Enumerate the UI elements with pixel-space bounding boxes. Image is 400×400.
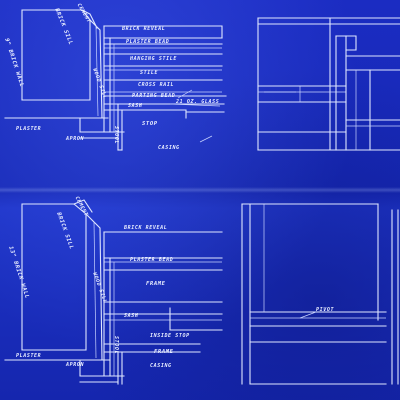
label-lower-sash: SASH: [124, 313, 139, 319]
upper-section-detail: [4, 9, 227, 151]
label-lower-frame: FRAME: [146, 281, 166, 287]
label-upper-glass: 21 OZ. GLASS: [176, 99, 220, 105]
label-upper-sash: SASH: [128, 103, 143, 109]
sheet-fold-line: [0, 187, 400, 193]
label-upper-plaster: PLASTER: [16, 126, 42, 132]
label-lower-casing: CASING: [150, 363, 172, 369]
label-upper-parting-bead: PARTING BEAD: [132, 93, 176, 99]
label-upper-plaster-bead: PLASTER BEAD: [126, 39, 170, 45]
label-lower-stool: STOOL: [113, 336, 119, 355]
label-upper-cross-rail: CROSS RAIL: [138, 82, 175, 88]
lower-section-detail: [4, 199, 223, 385]
upper-elevation-detail: [257, 17, 400, 151]
label-upper-stile: STILE: [140, 70, 159, 76]
label-lower-apron: APRON: [66, 362, 85, 368]
label-lower-plaster: PLASTER: [16, 353, 42, 359]
label-lower-pivot: PIVOT: [316, 307, 335, 313]
label-upper-casing: CASING: [158, 145, 180, 151]
label-upper-brick-reveal: BRICK REVEAL: [122, 26, 166, 32]
lower-elevation-detail: [241, 203, 399, 385]
label-lower-plaster-bead: PLASTER BEAD: [130, 257, 174, 263]
label-lower-brick-reveal: BRICK REVEAL: [124, 225, 168, 231]
label-lower-inside-stop: INSIDE STOP: [150, 333, 190, 339]
label-upper-stool: STOOL: [113, 126, 119, 145]
label-lower-frame-bottom: FRAME: [154, 349, 174, 355]
label-upper-stop: STOP: [142, 121, 158, 127]
label-upper-apron: APRON: [66, 136, 85, 142]
label-upper-hanging-stile: HANGING STILE: [130, 56, 177, 62]
